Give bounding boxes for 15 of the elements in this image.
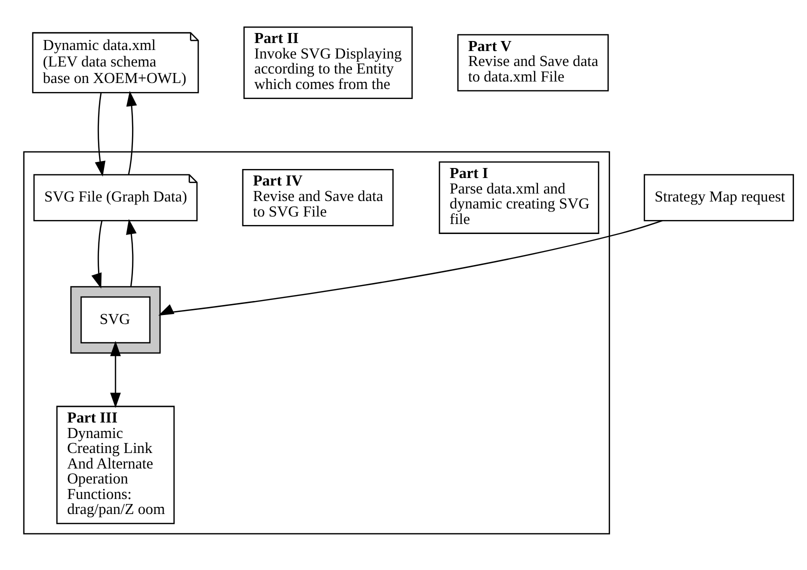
node-box: Part I Parse data.xml and dynamic creating SVG file [438,160,600,234]
arrow [94,92,106,176]
node-box: Part V Revise and Save data to data.xml File [457,34,609,91]
node-box: Part IV Revise and Save data to SVG File [242,168,394,226]
arrow [110,340,121,408]
arrow [158,219,663,316]
node-box: Strategy Map request [644,174,794,221]
node-box: SVG [80,296,150,343]
cluster [23,150,610,534]
arrow [126,218,137,286]
cluster [70,286,161,354]
arrow [126,90,137,174]
arrow [91,220,102,288]
node-box: Part II Invoke SVG Displaying according to the Entity which comes from the [243,26,413,99]
node-box: Part III Dynamic Creating Link And Alternate Operation Functions: drag/pan/Z oom [56,405,175,524]
